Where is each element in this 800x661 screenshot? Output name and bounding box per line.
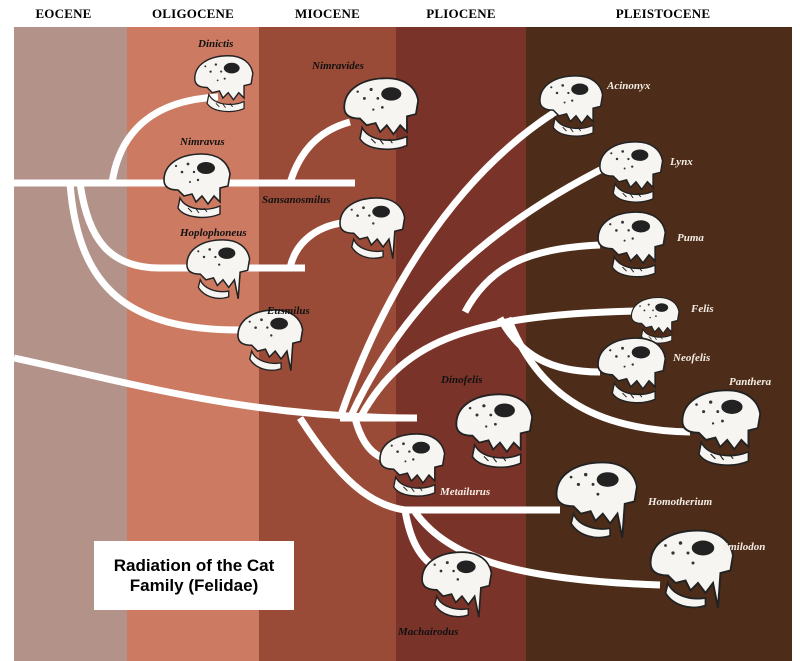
label-acinonyx: Acinonyx: [607, 80, 651, 92]
skull-neofelis: [597, 337, 667, 404]
skull-hoplophoneus: [186, 239, 251, 300]
epoch-label-pleistocene: PLEISTOCENE: [615, 6, 711, 21]
skull-smilodon: [649, 529, 734, 609]
branch-eusmilus: [66, 182, 241, 334]
branch-acinonyx: [336, 109, 557, 420]
label-nimravides: Nimravides: [312, 60, 364, 72]
label-hoplophoneus: Hoplophoneus: [180, 227, 247, 239]
branch-panthera: [504, 316, 691, 436]
title-box: Radiation of the Cat Family (Felidae): [94, 541, 294, 610]
skull-machairodus: [421, 551, 493, 619]
diagram-title: Radiation of the Cat Family (Felidae): [113, 555, 275, 595]
skull-sansanosmilus: [339, 197, 406, 260]
branch-puma: [461, 241, 601, 314]
skull-panthera: [681, 389, 762, 467]
label-eusmilus: Eusmilus: [267, 305, 310, 317]
epoch-label-miocene: MIOCENE: [295, 6, 360, 21]
label-panthera: Panthera: [729, 376, 772, 388]
label-lynx: Lynx: [670, 156, 693, 168]
skull-puma: [597, 211, 667, 278]
epoch-label-pliocene: PLIOCENE: [426, 6, 496, 21]
branch-hoplophoneus: [76, 182, 305, 272]
branch-lynx: [346, 161, 612, 420]
label-puma: Puma: [677, 232, 704, 244]
skull-metailurus: [379, 433, 446, 497]
branch-nimravides: [286, 118, 351, 185]
branch-dinictis: [108, 93, 219, 184]
label-homotherium: Homotherium: [648, 496, 713, 508]
branch-smilodon: [412, 509, 661, 589]
skull-lynx: [599, 141, 664, 203]
skull-nimravus: [163, 153, 231, 219]
branch-neofelis: [496, 316, 601, 376]
label-dinictis: Dinictis: [198, 38, 234, 50]
branch-felis-stem: [356, 307, 636, 420]
skull-dinofelis: [455, 393, 534, 469]
label-dinofelis: Dinofelis: [441, 374, 483, 386]
branch-machairodont: [297, 416, 560, 514]
label-metailurus: Metailurus: [440, 486, 491, 498]
skull-nimravides: [343, 77, 420, 151]
skull-homotherium: [555, 461, 638, 540]
skull-eusmilus: [237, 309, 304, 372]
epoch-label-oligocene: OLIGOCENE: [152, 6, 234, 21]
skull-felis: [630, 296, 680, 344]
label-nimravus: Nimravus: [180, 136, 225, 148]
epoch-label-eocene: EOCENE: [35, 6, 92, 21]
label-felis: Felis: [691, 303, 714, 315]
label-machairodus: Machairodus: [398, 626, 459, 638]
felid-branches: [13, 109, 691, 589]
label-smilodon: Smilodon: [722, 541, 766, 553]
label-sansanosmilus: Sansanosmilus: [262, 194, 331, 206]
skull-acinonyx: [539, 75, 604, 137]
label-neofelis: Neofelis: [673, 352, 711, 364]
skull-dinictis: [194, 55, 254, 113]
